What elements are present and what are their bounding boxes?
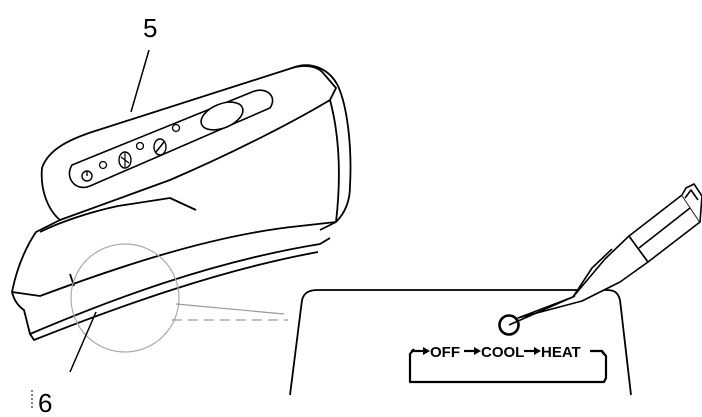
device-body bbox=[11, 64, 352, 341]
mode-cool-label: COOL bbox=[481, 344, 524, 361]
callout-number-6: 6 bbox=[38, 388, 52, 417]
pen-tip bbox=[508, 295, 576, 326]
callout-leader-5 bbox=[130, 49, 150, 113]
device-right-end bbox=[291, 64, 352, 231]
mode-off-label: OFF bbox=[430, 344, 460, 361]
indicator-light-1 bbox=[98, 160, 108, 170]
pen-tool-icon bbox=[517, 183, 702, 319]
indicator-light-3 bbox=[171, 123, 181, 133]
fan-icon bbox=[118, 151, 132, 169]
zoom-panel bbox=[289, 289, 632, 396]
detail-leader-top bbox=[175, 303, 285, 315]
selector-button-icon bbox=[200, 101, 244, 131]
detail-circle bbox=[70, 243, 180, 353]
temperature-dial-icon bbox=[153, 138, 167, 156]
callout-leader-6 bbox=[69, 311, 97, 373]
mode-heat-label: HEAT bbox=[541, 344, 581, 361]
callout-number-5: 5 bbox=[143, 13, 157, 43]
indicator-light-2 bbox=[135, 141, 145, 151]
